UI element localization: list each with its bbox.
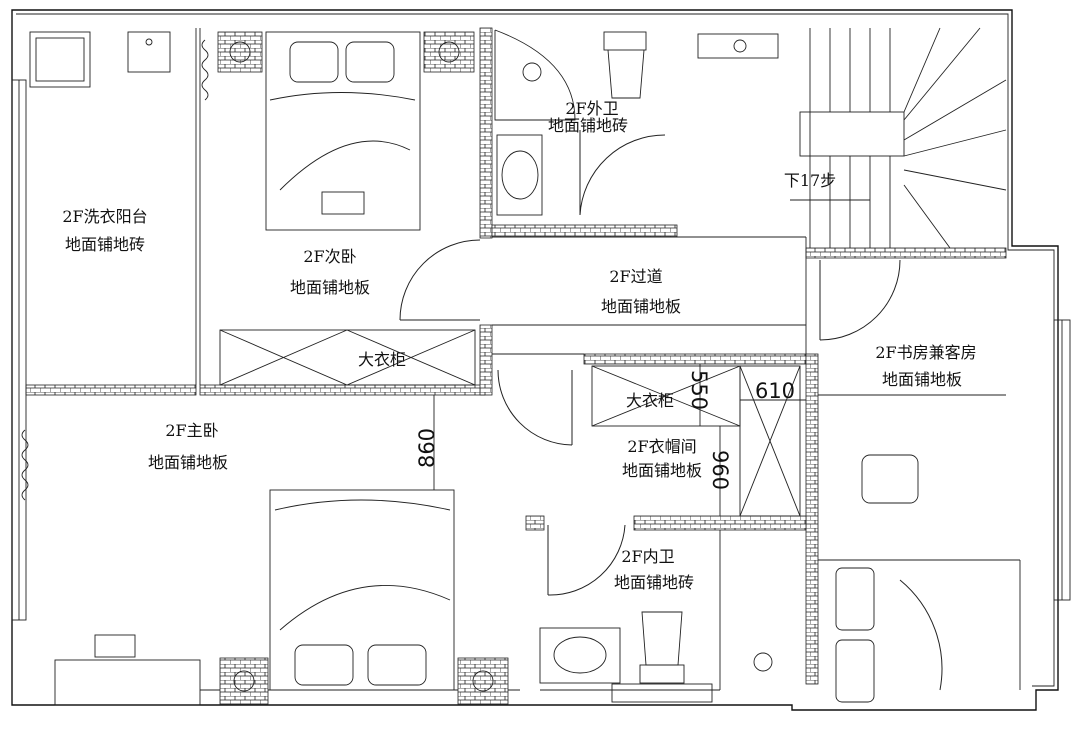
second-bedroom-name: 2F次卧	[303, 247, 356, 266]
laundry-room-name: 2F洗衣阳台	[62, 207, 147, 226]
study-chair-icon	[861, 454, 919, 504]
inner-bath-floor: 地面铺地砖	[614, 573, 694, 592]
master-bedroom-bed-icon	[219, 489, 509, 705]
vanity-sink-icon	[697, 33, 779, 59]
laundry-sink-icon	[29, 31, 171, 88]
second-bedroom-bed-icon	[265, 31, 421, 231]
left-window	[11, 79, 27, 621]
closet-wardrobe-label: 大衣柜	[626, 391, 674, 410]
inner-bath-name: 2F内卫	[621, 547, 674, 566]
inner-bath-fixtures	[539, 611, 773, 703]
study-name: 2F书房兼客房	[875, 343, 976, 362]
curtain-icon	[21, 39, 209, 501]
master-bedroom-floor: 地面铺地板	[148, 453, 228, 472]
study-floor: 地面铺地板	[882, 370, 962, 389]
nightstand-lamp-icon	[217, 31, 475, 73]
master-bedroom-name: 2F主卧	[165, 421, 218, 440]
outer-bath-fixtures	[494, 29, 647, 216]
second-bedroom-floor: 地面铺地板	[290, 278, 370, 297]
outer-bath-name: 2F外卫	[565, 99, 618, 118]
closet-name: 2F衣帽间	[627, 437, 696, 456]
laundry-room-floor: 地面铺地砖	[65, 235, 145, 254]
second-bedroom-wardrobe	[219, 329, 476, 386]
corridor-floor: 地面铺地板	[601, 297, 681, 316]
brick-partitions	[25, 27, 1007, 685]
outer-walls	[11, 9, 1059, 711]
guest-bed-pillows-icon	[835, 567, 875, 703]
corridor-name: 2F过道	[609, 267, 662, 286]
desk-icon	[54, 634, 201, 706]
second-bedroom-wardrobe-label: 大衣柜	[358, 350, 406, 369]
outer-bath-floor: 地面铺地砖	[548, 116, 628, 135]
staircase	[790, 27, 1007, 249]
dimension-960-label: 960	[708, 450, 732, 490]
closet-floor: 地面铺地板	[622, 461, 702, 480]
dimension-610-label: 610	[755, 379, 795, 403]
dimension-lines	[433, 364, 806, 516]
right-window	[1053, 319, 1071, 601]
stairs-label: 下17步	[784, 171, 836, 190]
closet-wardrobe	[591, 365, 801, 517]
dimension-550-label: 550	[687, 370, 711, 410]
doors	[399, 130, 943, 691]
dimension-860-label: 860	[415, 428, 439, 468]
